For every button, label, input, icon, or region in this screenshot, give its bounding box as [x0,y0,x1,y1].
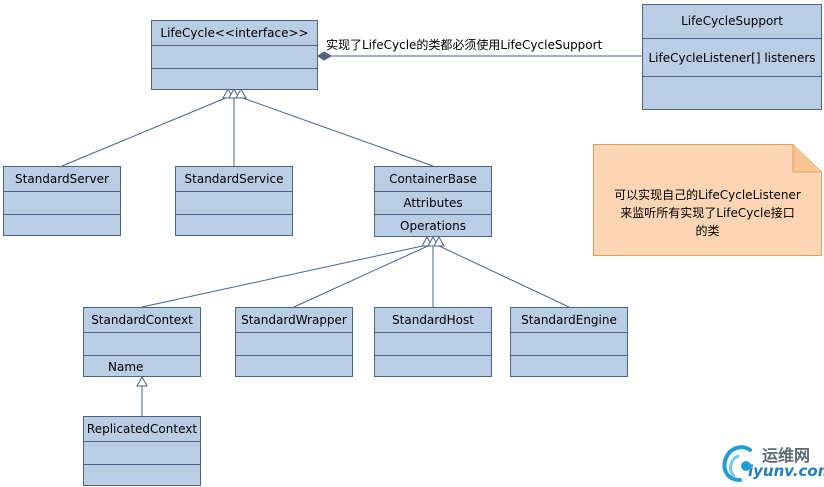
class-name: StandardServer [15,172,109,186]
note-line-2: 来监听所有实现了LifeCycle接口 [620,206,795,220]
operations-compartment: Name [84,355,200,378]
class-lifecycle[interactable]: LifeCycle<<interface>> [151,20,318,90]
watermark-url: iyunv.com [748,462,824,480]
gen-arrow-containerbase-3 [433,235,445,247]
class-replicatedcontext[interactable]: ReplicatedContext [83,416,201,486]
gen-arrow-lifecycle-2 [228,87,240,99]
class-name: StandardEngine [521,313,617,327]
attributes-compartment [511,332,627,355]
gen-line-standardengine [436,244,570,308]
class-name: LifeCycleSupport [681,14,783,28]
class-standardcontext[interactable]: StandardContext Name [83,307,201,377]
gen-line-standardcontext [141,244,428,308]
operations-compartment [511,355,627,378]
class-lifecyclesupport[interactable]: LifeCycleSupport LifeCycleListener[] lis… [642,4,822,110]
gen-arrow-lifecycle-3 [235,87,247,99]
composition-diamond [317,51,333,61]
watermark-logo: 运维网 iyunv.com [718,440,824,485]
class-name: StandardService [184,172,284,186]
operations-compartment [643,76,821,111]
note[interactable]: 可以实现自己的LifeCycleListener 来监听所有实现了LifeCyc… [593,144,822,256]
attributes-compartment [176,191,292,214]
class-name: LifeCycle<<interface>> [160,26,309,40]
class-standardserver[interactable]: StandardServer [3,166,121,236]
attributes-compartment [4,191,120,214]
note-shape [593,144,822,256]
gen-arrow-standardcontext [136,375,148,387]
attributes-compartment: Attributes [375,191,491,214]
association-label: 实现了LifeCycle的类都必须使用LifeCycleSupport [326,38,603,52]
swirl-icon [722,445,752,482]
operations-compartment [4,214,120,237]
gen-line-containerbase [239,96,434,167]
watermark-cn: 运维网 [762,446,811,465]
class-standardhost[interactable]: StandardHost [374,307,492,377]
class-name: ContainerBase [389,172,477,186]
attributes-compartment [152,45,317,68]
operations-compartment [375,355,491,378]
operations-compartment [176,214,292,237]
operations-compartment [152,68,317,91]
note-line-3: 的类 [695,224,720,238]
attributes-compartment [84,332,200,355]
class-standardservice[interactable]: StandardService [175,166,293,236]
operations-compartment [84,464,200,487]
class-name: StandardContext [91,313,193,327]
class-containerbase[interactable]: ContainerBase Attributes Operations [374,166,492,237]
attributes-compartment: LifeCycleListener[] listeners [643,38,821,76]
operations-compartment [236,355,352,378]
class-standardengine[interactable]: StandardEngine [510,307,628,377]
gen-line-standardwrapper [293,244,431,308]
class-name: StandardHost [392,313,474,327]
class-name: StandardWrapper [241,313,347,327]
class-standardwrapper[interactable]: StandardWrapper [235,307,353,377]
class-name: ReplicatedContext [86,422,198,436]
attributes-compartment [84,441,200,464]
gen-line-standardserver [61,96,229,167]
attributes-compartment [375,332,491,355]
attributes-compartment [236,332,352,355]
operations-compartment: Operations [375,214,491,238]
note-line-1: 可以实现自己的LifeCycleListener [614,188,801,202]
